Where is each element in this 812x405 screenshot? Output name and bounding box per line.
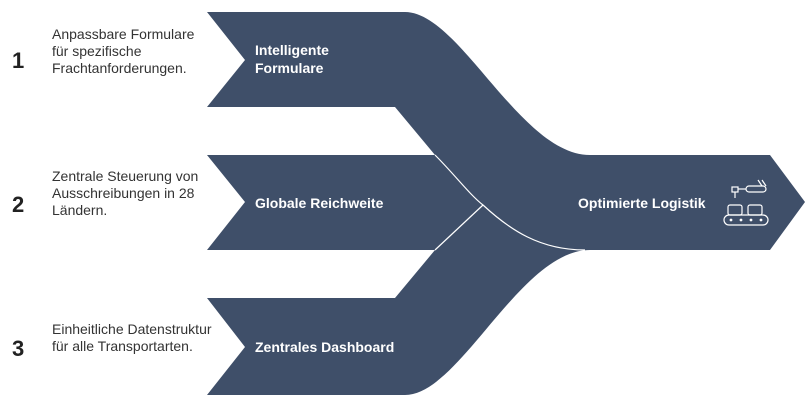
separator-line <box>434 204 484 251</box>
separator-line <box>434 154 586 251</box>
step-description: Zentrale Steuerung von Ausschreibungen i… <box>52 168 199 218</box>
result-label: Optimierte Logistik <box>578 195 706 211</box>
band-label: Intelligente Formulare <box>255 42 329 76</box>
step-number: 1 <box>12 48 25 73</box>
step-description: Einheitliche Datenstruktur für alle Tran… <box>52 321 212 354</box>
step-number: 3 <box>12 336 25 361</box>
conveyor-robot-icon <box>723 179 769 226</box>
step-number: 2 <box>12 192 25 217</box>
bands-shape <box>207 12 805 395</box>
step-description: Anpassbare Formulare für spezifische Fra… <box>52 26 195 76</box>
band-label: Zentrales Dashboard <box>255 339 395 355</box>
band-label: Globale Reichweite <box>255 195 384 211</box>
